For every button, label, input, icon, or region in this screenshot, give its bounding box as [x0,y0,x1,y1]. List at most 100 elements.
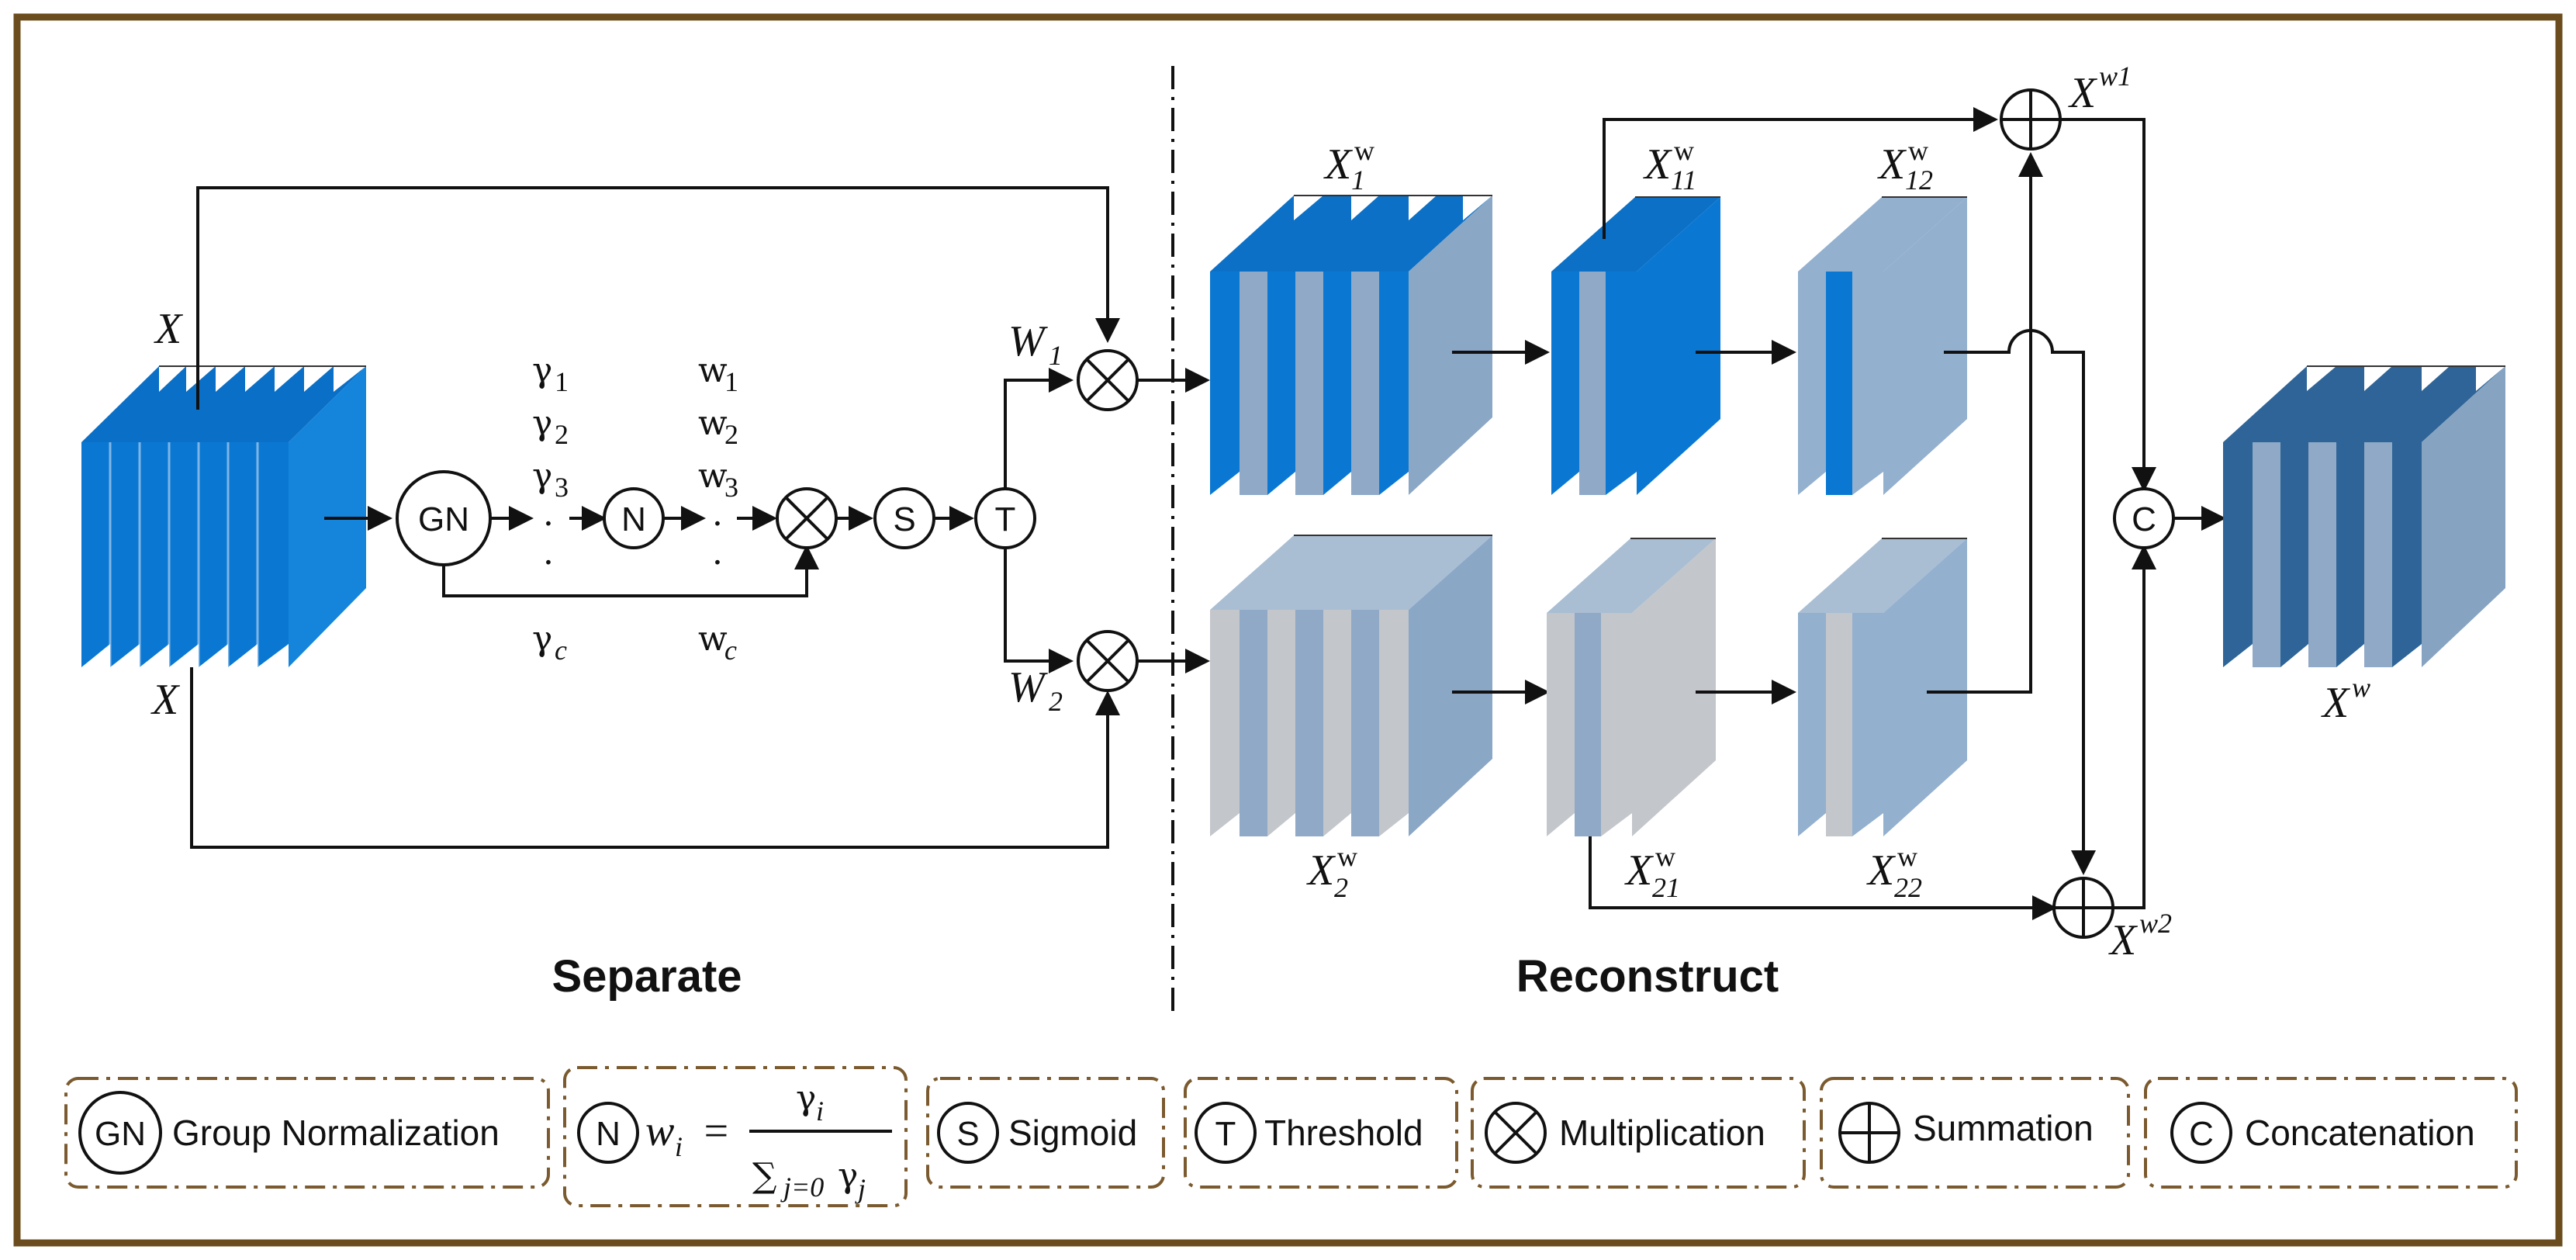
circle-times-icon [1086,639,1129,683]
svg-text:·: · [543,504,554,544]
svg-text:γ: γ [532,619,552,659]
label-x1w: X [1323,140,1354,189]
svg-text:w: w [1655,841,1675,872]
svg-text:Threshold: Threshold [1264,1113,1423,1153]
svg-text:w1: w1 [2099,61,2132,92]
legend-item-concatenation: C Concatenation [2144,1077,2518,1189]
multiply-node-w2 [1077,630,1139,692]
svg-text:c: c [555,635,567,666]
svg-text:γ: γ [532,351,552,390]
circle-times-icon [1086,358,1129,402]
label-x21w: X [1624,846,1655,895]
svg-text:21: 21 [1652,872,1680,903]
x12w-cube [1798,196,1967,495]
svg-text:∑: ∑ [752,1156,776,1196]
skip-arrow-top [196,186,1120,410]
svg-text:C: C [2132,500,2156,538]
svg-text:w: w [2352,672,2370,703]
arrow-x12w-to-sum2 [1944,329,2096,875]
circle-plus-icon [1840,1103,1899,1162]
circle-times-icon [1494,1111,1537,1154]
svg-text:w: w [1337,841,1357,872]
sum-node-1 [2000,88,2062,151]
circle-times-icon [785,497,828,540]
svg-text:N: N [621,500,646,538]
svg-text:3: 3 [555,472,569,503]
n-node: N [603,487,665,549]
svg-text:T: T [1215,1115,1236,1153]
arrow-t-to-w1 [1004,368,1074,489]
svg-text:w: w [698,403,728,443]
svg-text:2: 2 [724,419,738,450]
svg-text:w: w [698,351,728,390]
reconstruct-title: Reconstruct [1516,951,1779,1002]
multiply-node-w1 [1077,349,1139,411]
svg-text:c: c [724,635,737,666]
svg-text:N: N [596,1115,621,1153]
label-x-top: X [154,305,184,353]
t-node: T [974,487,1036,549]
legend-item-gn: GN Group Normalization [64,1077,550,1189]
separate-title: Separate [552,951,742,1002]
svg-text:·: · [712,504,723,544]
circle-plus-icon [2001,90,2060,149]
svg-text:j: j [855,1173,866,1204]
svg-text:Multiplication: Multiplication [1559,1113,1765,1153]
skip-arrow-bottom [190,667,1120,849]
x1w-cube [1210,195,1492,495]
legend: GN Group Normalization N w i = γ i ∑ j=0… [64,1066,2518,1207]
x11w-cube [1551,196,1720,495]
svg-text:w: w [698,456,728,496]
svg-text:Summation: Summation [1913,1108,2094,1148]
arrow-x22w-to-sum1 [1927,152,2043,694]
arrow-t-to-w2 [1004,548,1074,673]
label-xw2: X [2108,916,2139,964]
arrow-sum2-to-concat [2113,545,2156,909]
label-x-bottom: X [150,676,181,724]
svg-text:w: w [1674,135,1694,166]
legend-item-summation: Summation [1820,1077,2130,1189]
sum-node-2 [2052,877,2114,939]
svg-text:·: · [543,543,554,583]
arrow-x21w-to-sum2 [1589,836,2057,920]
svg-text:w: w [645,1107,674,1155]
svg-text:11: 11 [1671,164,1696,196]
svg-text:=: = [701,1107,731,1155]
weight-list: w1 w2 w3 · · wc [698,351,738,666]
arrow-sum1-to-concat [2060,118,2156,492]
svg-text:GN: GN [418,500,469,538]
circle-plus-icon [2054,878,2113,937]
svg-text:Group Normalization: Group Normalization [172,1113,500,1153]
legend-item-sigmoid: S Sigmoid [926,1077,1165,1189]
label-xw1: X [2068,69,2098,117]
svg-text:3: 3 [724,472,738,503]
svg-text:1: 1 [1351,164,1365,196]
svg-text:·: · [712,543,723,583]
svg-text:w: w [1354,135,1374,166]
svg-text:γ: γ [838,1156,858,1196]
svg-text:S: S [893,500,915,538]
label-x12w: X [1877,140,1907,189]
s-node: S [873,487,935,549]
svg-text:12: 12 [1905,164,1933,196]
svg-text:S: S [956,1115,979,1153]
arrow-x11w-to-sum1 [1603,107,1998,239]
legend-item-n: N w i = γ i ∑ j=0 γ j [563,1066,908,1207]
svg-text:w2: w2 [2139,908,2172,939]
svg-text:2: 2 [1334,872,1348,903]
concat-node: C [2113,487,2175,549]
multiply-node-separate [776,487,838,549]
gn-node: GN [396,470,492,566]
svg-text:Sigmoid: Sigmoid [1008,1113,1137,1153]
x22w-cube [1798,538,1967,836]
label-x22w: X [1866,846,1897,895]
svg-text:1: 1 [724,366,738,397]
svg-text:T: T [995,500,1016,538]
label-x11w: X [1643,140,1673,189]
svg-text:w: w [1908,135,1928,166]
svg-text:22: 22 [1894,872,1922,903]
svg-text:2: 2 [555,419,569,450]
arrow-gn-bypass [442,545,819,597]
